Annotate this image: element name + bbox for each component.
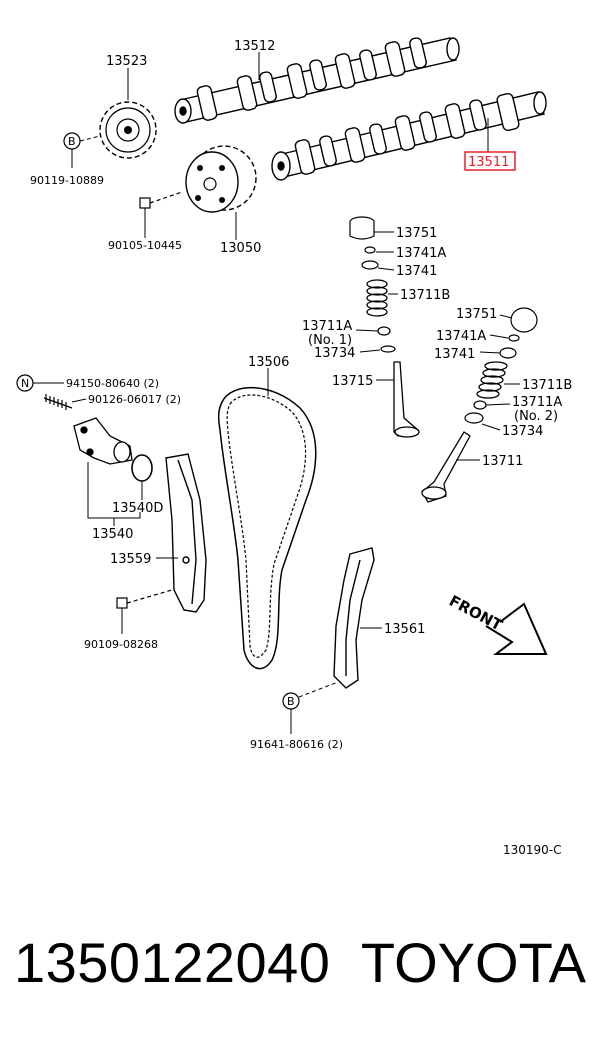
tensioner-13540[interactable] bbox=[73, 417, 133, 465]
label-13715: 13715 bbox=[332, 374, 373, 389]
label-13741-a: 13741 bbox=[396, 264, 437, 279]
footer: 1350122040 TOYOTA bbox=[0, 930, 600, 1020]
label-13523: 13523 bbox=[106, 54, 147, 69]
label-13540D: 13540D bbox=[112, 501, 163, 516]
label-13741A-a: 13741A bbox=[396, 246, 446, 261]
seal-13711A-b[interactable] bbox=[473, 400, 487, 410]
highlight-box-13511 bbox=[464, 151, 516, 171]
b-marker-label: B bbox=[68, 135, 76, 148]
label-13050: 13050 bbox=[220, 241, 261, 256]
brand-name: TOYOTA bbox=[360, 931, 586, 994]
label-13741A-b: 13741A bbox=[436, 329, 486, 344]
label-90109-08268[interactable]: 90109-08268 bbox=[84, 638, 158, 651]
label-13734-b: 13734 bbox=[502, 424, 543, 439]
timing-chain-13506[interactable] bbox=[217, 386, 317, 670]
spring-13711B-a[interactable] bbox=[366, 279, 388, 317]
label-13559: 13559 bbox=[110, 552, 151, 567]
label-13711A-a: 13711A bbox=[302, 319, 352, 334]
label-13751-b: 13751 bbox=[456, 307, 497, 322]
n-marker-label: N bbox=[21, 377, 29, 390]
seat-13734-b[interactable] bbox=[464, 412, 484, 424]
label-13711B-a: 13711B bbox=[400, 288, 450, 303]
label-no1: (No. 1) bbox=[308, 333, 352, 348]
label-13711B-b: 13711B bbox=[522, 378, 572, 393]
chain-slipper-13559[interactable] bbox=[165, 453, 207, 613]
vvt-gear-13050[interactable] bbox=[185, 145, 257, 213]
label-90105-10445[interactable]: 90105-10445 bbox=[108, 239, 182, 252]
valve-13715[interactable] bbox=[393, 361, 420, 438]
o-ring-13540D[interactable] bbox=[131, 454, 153, 482]
front-label: FRONT bbox=[446, 592, 506, 635]
keeper-13741A-b[interactable] bbox=[508, 334, 520, 342]
label-13512: 13512 bbox=[234, 39, 275, 54]
camshaft-13512[interactable] bbox=[174, 37, 460, 124]
label-no2: (No. 2) bbox=[514, 409, 558, 424]
part-number: 1350122040 bbox=[14, 931, 331, 994]
diagram-code: 130190-C bbox=[503, 843, 562, 857]
camshaft-13511[interactable] bbox=[271, 91, 547, 181]
bolt-90109-08268[interactable] bbox=[116, 589, 173, 609]
front-arrow-icon bbox=[485, 602, 548, 655]
chain-damper-13561[interactable] bbox=[333, 547, 375, 689]
label-90119-10889[interactable]: 90119-10889 bbox=[30, 174, 104, 187]
label-13506: 13506 bbox=[248, 355, 289, 370]
label-91641-80616[interactable]: 91641-80616 (2) bbox=[250, 738, 343, 751]
keeper-13741A-a[interactable] bbox=[364, 246, 376, 254]
valve-lifter-13751-b[interactable] bbox=[510, 307, 538, 333]
label-13511[interactable]: 13511 bbox=[468, 155, 509, 170]
label-90126-06017[interactable]: 90126-06017 (2) bbox=[88, 393, 181, 406]
retainer-13741-a[interactable] bbox=[361, 260, 379, 270]
b-marker-label-2: B bbox=[287, 695, 295, 708]
label-13540: 13540 bbox=[92, 527, 133, 542]
label-13711: 13711 bbox=[482, 454, 523, 469]
seat-13734-a[interactable] bbox=[380, 345, 396, 353]
spring-13711B-b[interactable] bbox=[476, 361, 508, 399]
parts-diagram: 13512 13511 13523 B 90119-10889 bbox=[16, 37, 572, 857]
retainer-13741-b[interactable] bbox=[499, 347, 517, 359]
valve-13711[interactable] bbox=[421, 431, 471, 503]
label-13751-a: 13751 bbox=[396, 226, 437, 241]
stud-bolt-90126-06017[interactable] bbox=[43, 394, 73, 410]
seal-13711A-a[interactable] bbox=[377, 326, 391, 336]
bolt-90105-10445[interactable] bbox=[139, 191, 183, 209]
label-13741-b: 13741 bbox=[434, 347, 475, 362]
label-13561: 13561 bbox=[384, 622, 425, 637]
label-13734-a: 13734 bbox=[314, 346, 355, 361]
label-13711A-b: 13711A bbox=[512, 395, 562, 410]
valve-lifter-13751-a[interactable] bbox=[349, 216, 375, 240]
label-94150-80640[interactable]: 94150-80640 (2) bbox=[66, 377, 159, 390]
sprocket-13523[interactable] bbox=[99, 101, 157, 159]
